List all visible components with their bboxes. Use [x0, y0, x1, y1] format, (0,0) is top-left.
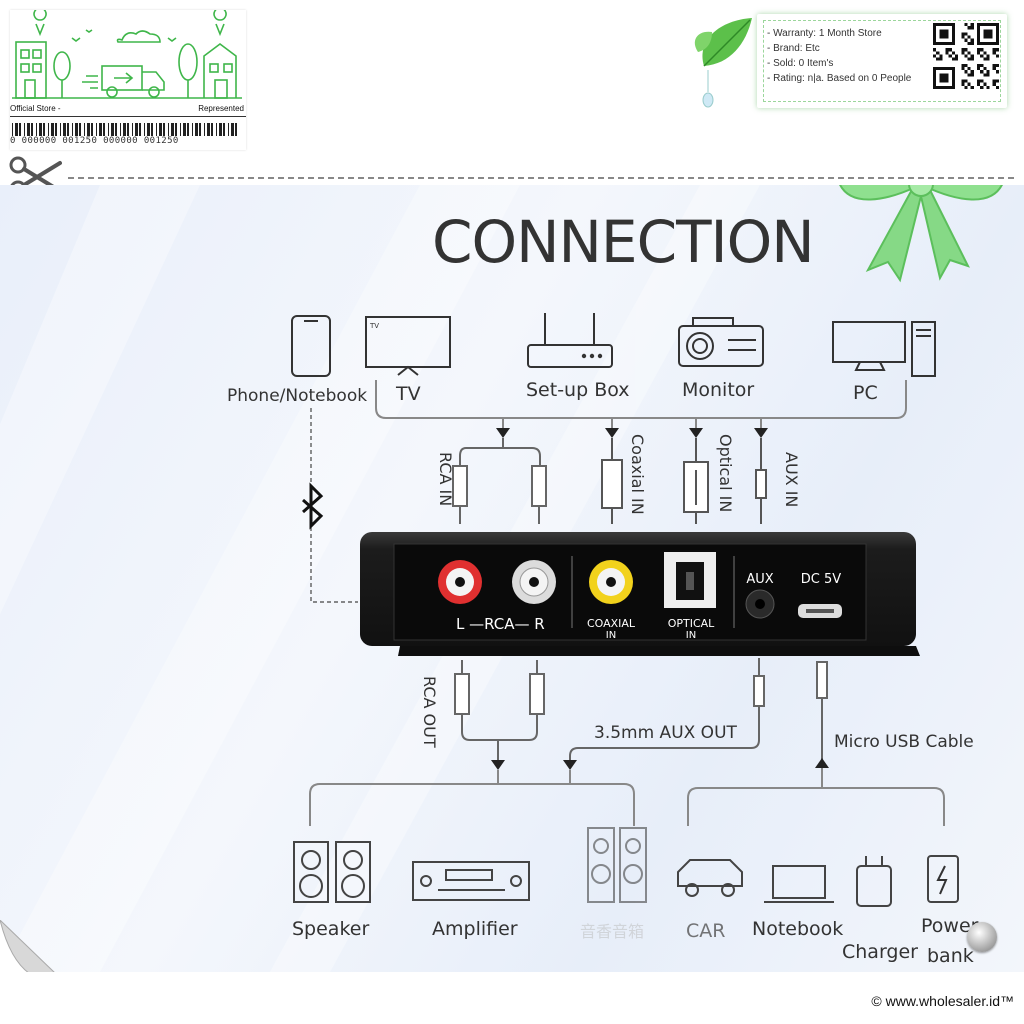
page-curl-icon: [0, 920, 56, 974]
diagram-canvas: CONNECTION: [0, 185, 1003, 972]
coaxial-cable-icon: [601, 438, 623, 524]
setup-box-label: Set-up Box: [526, 379, 630, 401]
power-bank-icon: [927, 855, 959, 903]
footer-strip: [0, 972, 1024, 1024]
setup-box-leds: [581, 353, 603, 359]
aux-in-cable-icon: [755, 438, 767, 524]
connection-diagram: CONNECTION: [0, 185, 1024, 972]
source-bracket: [375, 380, 907, 419]
input-arrows: [496, 428, 768, 438]
coaxial-port-label-2: IN: [606, 630, 616, 641]
diagram-title: CONNECTION: [432, 208, 814, 276]
official-store-label: Official Store -: [10, 104, 61, 113]
aux-port-label: AUX: [746, 572, 773, 587]
coaxial-in-label: Coaxial IN: [628, 434, 647, 515]
pc-icon: [832, 321, 936, 377]
charger-label: Charger: [842, 941, 918, 963]
bluetooth-icon: [302, 482, 324, 530]
setup-box-icon: [527, 313, 613, 368]
rca-port-label: L —RCA— R: [456, 615, 545, 633]
rca-in-cable-icon: [452, 438, 547, 524]
micro-usb-label: Micro USB Cable: [834, 732, 974, 752]
car-icon: [677, 859, 743, 897]
notebook-icon: [764, 865, 834, 903]
power-bank-label: Power: [921, 915, 979, 937]
dc-port-label: DC 5V: [801, 572, 841, 587]
projector-icon: [678, 317, 764, 367]
speaker-icon: [293, 841, 371, 903]
pc-label: PC: [853, 382, 878, 404]
barcode-digits: 0 000000 001250 000000 001250: [10, 136, 179, 146]
tv-label: TV: [395, 383, 421, 405]
divider: [10, 116, 246, 117]
store-illustration-icon: [12, 10, 242, 99]
power-bank-label-2: bank: [927, 945, 974, 967]
micro-usb-cable-icon: [816, 661, 828, 760]
notebook-label: Notebook: [752, 918, 843, 940]
aux-in-label: AUX IN: [782, 452, 801, 507]
aux-out-cable-icon: [569, 658, 765, 762]
ribbon-bow-icon: [839, 185, 1003, 283]
tv-screen-label: TV: [369, 322, 379, 330]
rating-text: - Rating: n|a. Based on 0 People: [767, 73, 912, 84]
warranty-text: - Warranty: 1 Month Store: [767, 28, 882, 39]
optical-port-label: OPTICAL: [668, 617, 715, 630]
barcode-icon: [12, 123, 237, 136]
rca-out-label: RCA OUT: [420, 676, 439, 748]
tower-speaker-label: 音香音箱: [580, 922, 644, 941]
brand-text: - Brand: Etc: [767, 43, 820, 54]
output-bracket: [309, 768, 945, 826]
amplifier-label: Amplifier: [432, 918, 518, 940]
dashed-border: [763, 20, 1001, 102]
leaf-icon: [694, 18, 752, 108]
coaxial-port-label: COAXIAL: [587, 617, 636, 630]
charger-icon: [856, 856, 892, 907]
optical-cable-icon: [683, 438, 709, 524]
optical-in-label: Optical IN: [716, 434, 735, 512]
rca-out-cable-icon: [454, 660, 545, 760]
bluetooth-link: [302, 408, 358, 603]
phone-notebook-label: Phone/Notebook: [227, 386, 367, 406]
copyright-text: © www.wholesaler.id™: [871, 993, 1014, 1009]
product-info-list: - Warranty: 1 Month Store - Brand: Etc -…: [767, 26, 911, 86]
rca-in-label: RCA IN: [436, 452, 455, 506]
product-info-card: - Warranty: 1 Month Store - Brand: Etc -…: [757, 14, 1007, 108]
round-button[interactable]: [967, 922, 997, 952]
amplifier-icon: [412, 861, 530, 901]
sold-text: - Sold: 0 Item's: [767, 58, 834, 69]
speaker-label: Speaker: [292, 918, 369, 940]
optical-port-label-2: IN: [686, 630, 696, 641]
tower-speaker-icon: [587, 827, 647, 903]
output-arrows: [491, 758, 829, 770]
monitor-label: Monitor: [682, 379, 754, 401]
cut-line: [68, 177, 1014, 179]
qr-code-icon[interactable]: [933, 23, 999, 89]
aux-out-label: 3.5mm AUX OUT: [594, 723, 738, 743]
represented-label: Represented: [198, 104, 244, 113]
device-body: [360, 532, 920, 656]
car-label: CAR: [686, 920, 725, 942]
phone-icon: [291, 315, 331, 377]
